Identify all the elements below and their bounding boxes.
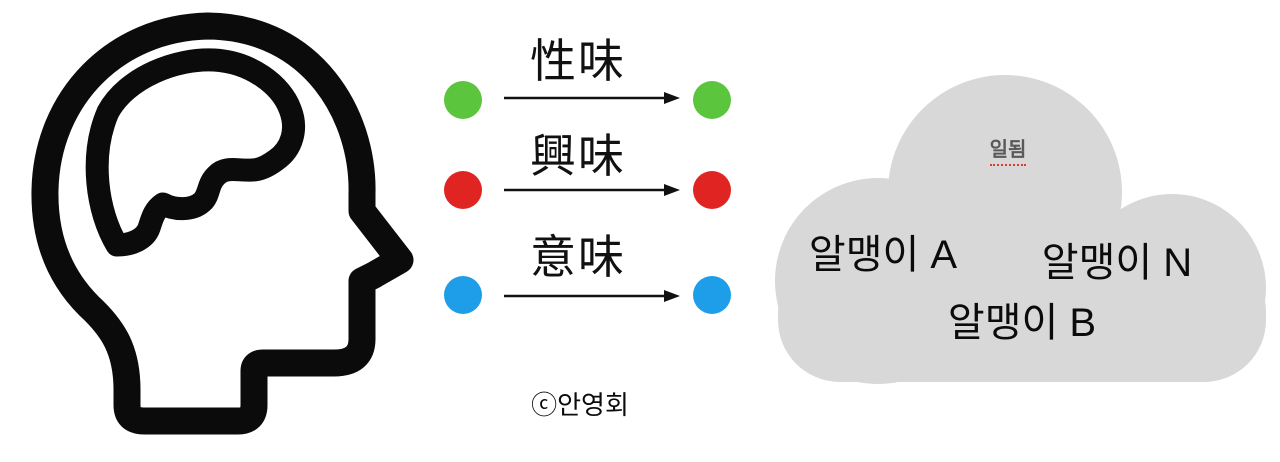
row-label-uimi: 意味 <box>530 231 626 283</box>
brain-outline-path <box>85 48 305 257</box>
cloud-base <box>778 250 1266 382</box>
target-dot-blue <box>693 276 731 314</box>
cloud-item-n: 알맹이 N <box>1041 241 1193 285</box>
source-dot-blue <box>444 276 482 314</box>
arrow-row-1 <box>504 92 680 104</box>
row-label-heungmi: 興味 <box>530 130 626 182</box>
cloud-caption: 일됨 <box>928 137 1088 166</box>
row-label-seongmi: 性味 <box>530 35 626 87</box>
target-dot-green <box>693 81 731 119</box>
source-dot-red <box>444 171 482 209</box>
cloud-caption-text: 일됨 <box>989 137 1027 166</box>
cloud-item-b: 알맹이 B <box>947 301 1097 345</box>
cloud-item-a: 알맹이 A <box>808 233 958 277</box>
cloud-shape <box>775 75 1266 384</box>
head-outline-path <box>31 12 414 435</box>
head-brain-icon <box>31 12 414 435</box>
arrow-row-3 <box>504 290 680 302</box>
target-dot-red <box>693 171 731 209</box>
credit-text: ⓒ안영회 <box>531 390 629 420</box>
arrow-row-2 <box>504 184 680 196</box>
source-dot-green <box>444 81 482 119</box>
